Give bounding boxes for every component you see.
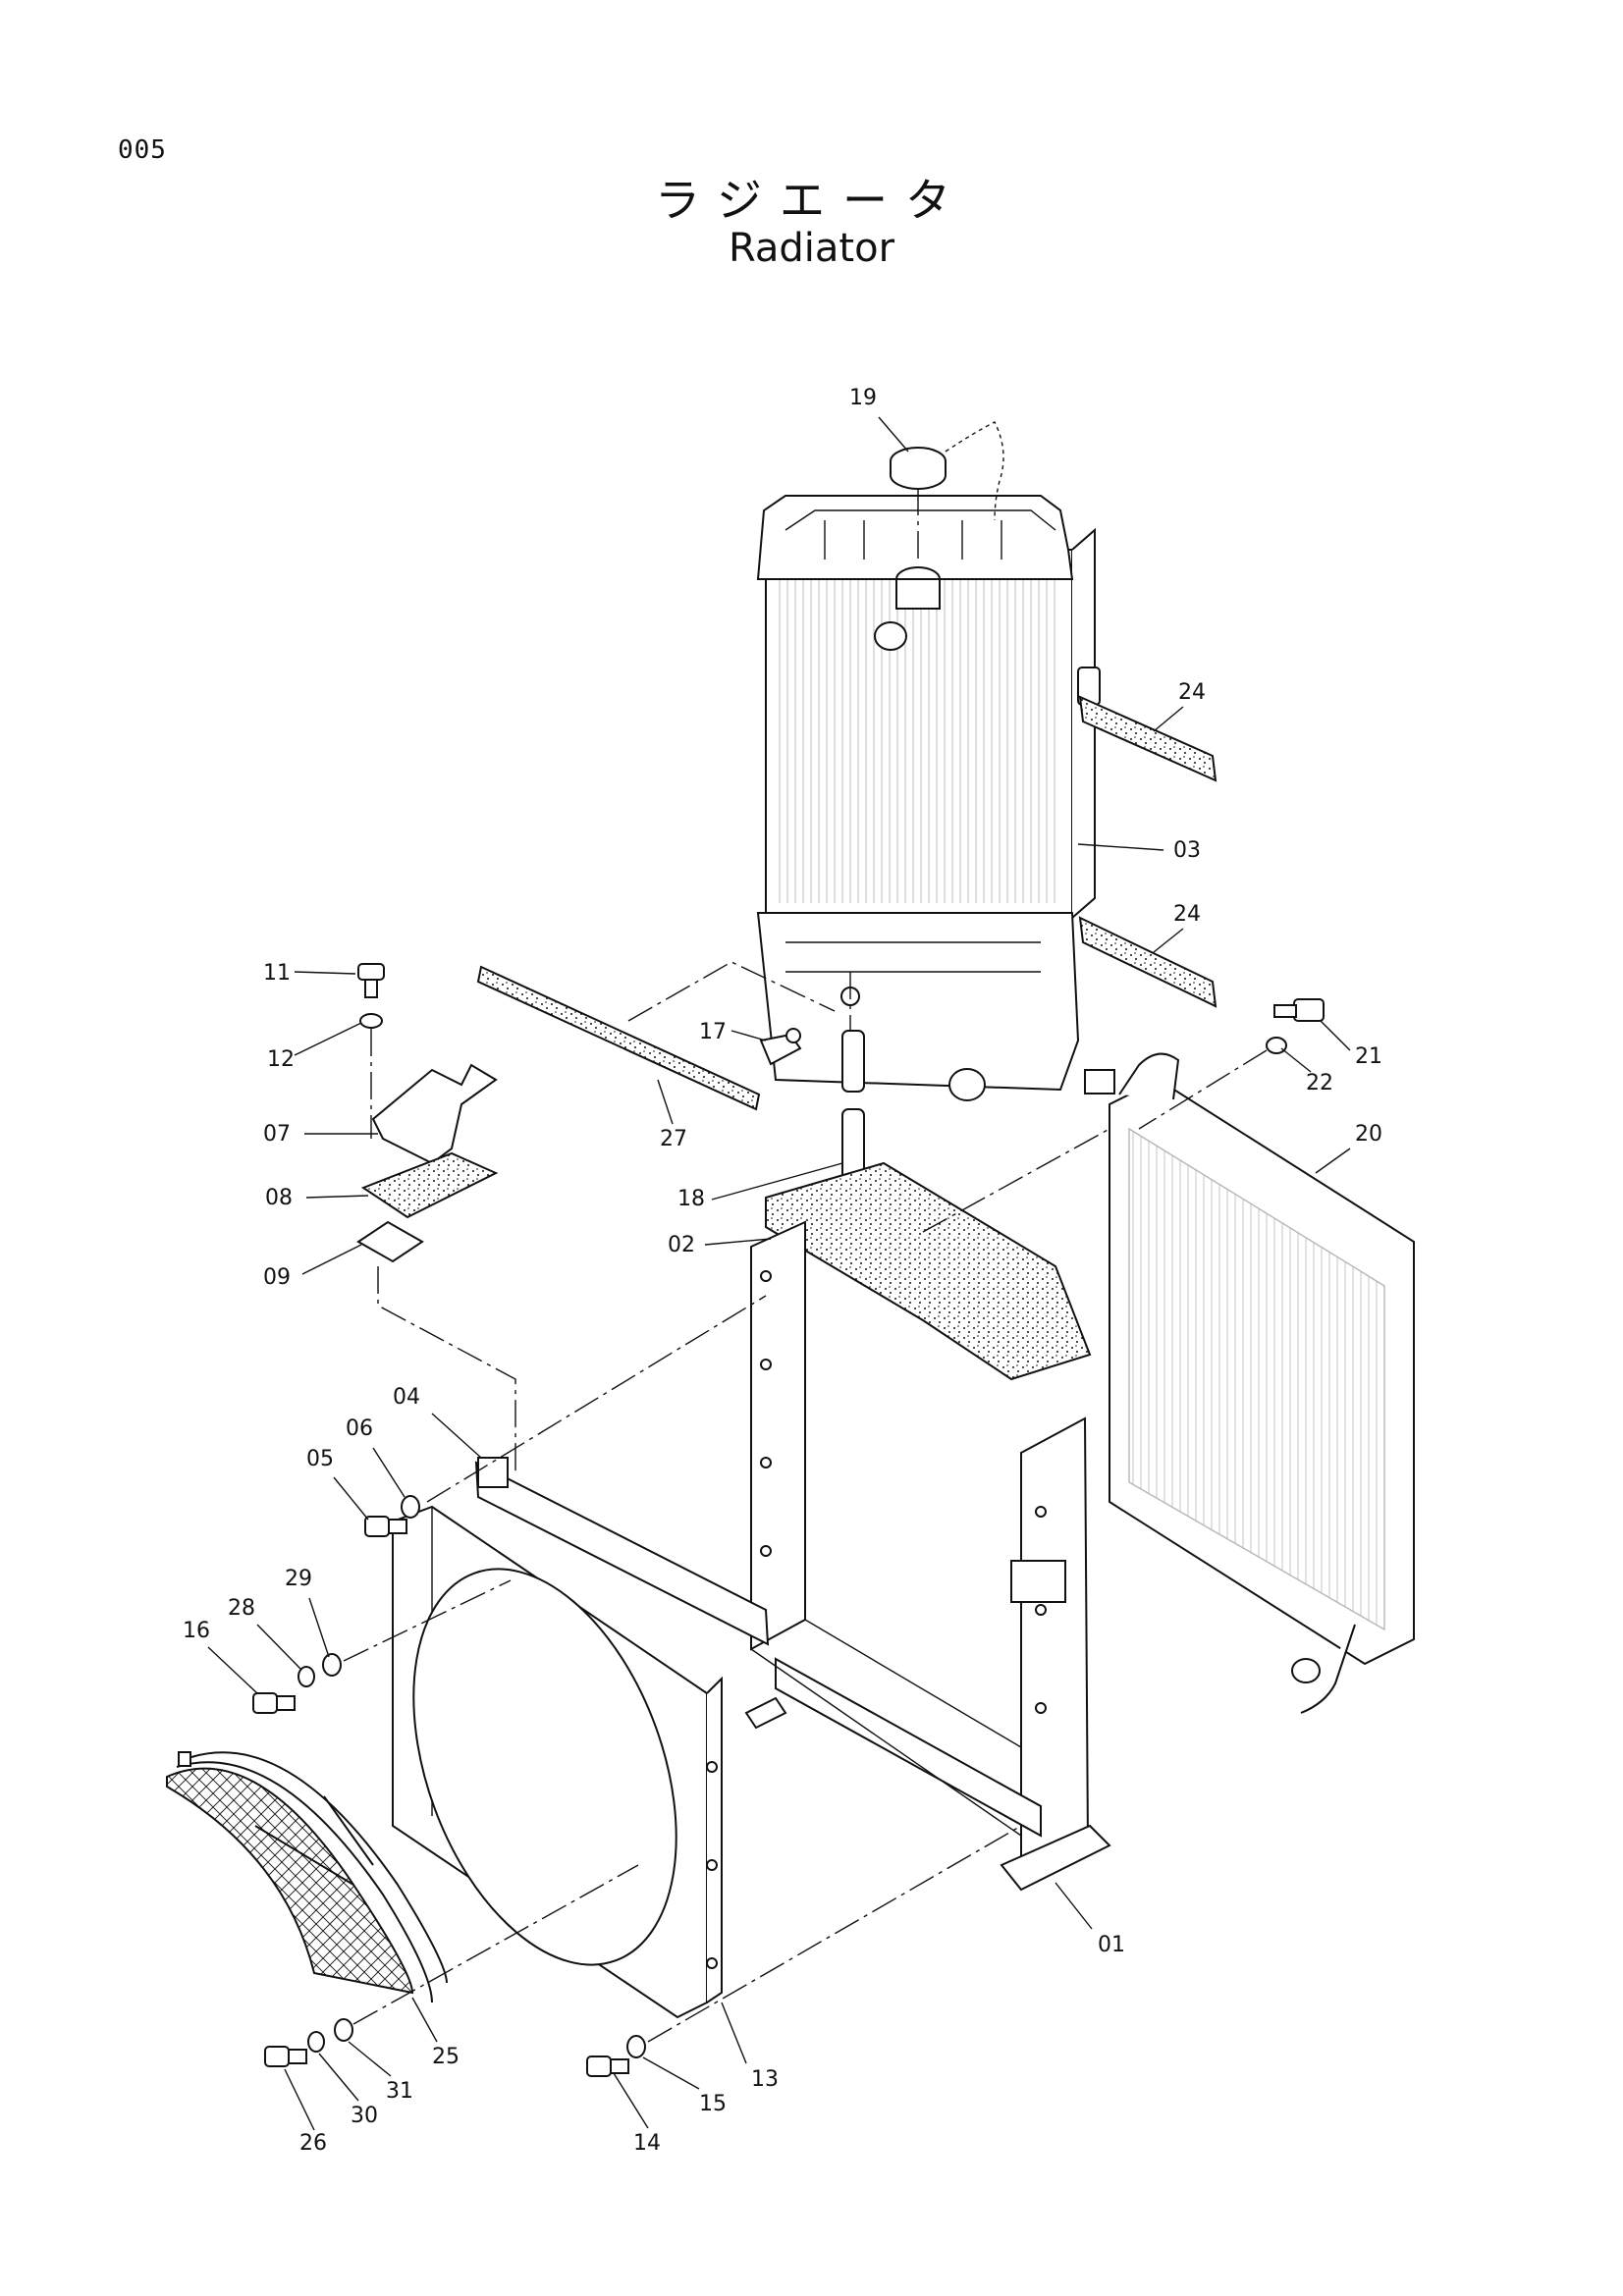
washer-28 (298, 1666, 315, 1687)
oil-cooler-20 (1084, 1052, 1415, 1714)
callout-12: 12 (267, 1047, 295, 1072)
seal-strip-27 (476, 965, 761, 1111)
callout-labels: 19 24 03 24 11 12 17 27 21 22 07 18 20 0… (183, 386, 1382, 2156)
washer-06 (401, 1495, 420, 1519)
seal-strip-24-upper (1078, 695, 1217, 782)
callout-09: 09 (263, 1265, 291, 1290)
callout-31: 31 (386, 2079, 413, 2104)
washer-29 (322, 1653, 342, 1677)
callout-13: 13 (751, 2067, 779, 2092)
fan-shroud-13 (392, 1505, 723, 2019)
radiator-core-03 (756, 495, 1101, 1101)
washer-31 (334, 2018, 353, 2042)
callout-22: 22 (1306, 1071, 1333, 1095)
callout-03: 03 (1173, 838, 1201, 863)
radiator-cap-19 (890, 421, 1004, 560)
bolt-14 (586, 2056, 629, 2077)
pad-08 (360, 1151, 499, 1219)
callout-18: 18 (677, 1187, 705, 1211)
callout-14: 14 (633, 2131, 661, 2156)
title-japanese: ラジエータ (654, 174, 969, 227)
bolt-05 (364, 1516, 407, 1537)
fan-guard-25 (166, 1751, 448, 2003)
callout-24-upper: 24 (1178, 680, 1206, 705)
callout-06: 06 (346, 1416, 373, 1441)
callout-29: 29 (285, 1567, 312, 1591)
page-number: 005 (118, 135, 167, 165)
washer-22 (1266, 1037, 1287, 1054)
bolt-26 (264, 2046, 307, 2067)
title-english: Radiator (728, 226, 895, 271)
callout-01: 01 (1098, 1933, 1125, 1957)
callout-11: 11 (263, 961, 291, 986)
cover-bracket-07 (371, 1063, 498, 1165)
callout-25: 25 (432, 2045, 460, 2069)
callout-08: 08 (265, 1186, 293, 1210)
callout-20: 20 (1355, 1122, 1382, 1147)
callout-07: 07 (263, 1122, 291, 1147)
washer-15 (626, 2035, 646, 2058)
callout-28: 28 (228, 1596, 255, 1621)
callout-02: 02 (668, 1233, 695, 1257)
callout-26: 26 (299, 2131, 327, 2156)
washer-30 (307, 2031, 325, 2053)
washer-12 (359, 1013, 383, 1029)
bolt-16 (252, 1692, 296, 1714)
callout-19: 19 (849, 386, 877, 410)
seal-strip-24-lower (1078, 916, 1217, 1008)
callout-15: 15 (699, 2092, 727, 2116)
bolt-21 (1273, 998, 1325, 1022)
callout-04: 04 (393, 1385, 420, 1410)
callout-24-lower: 24 (1173, 902, 1201, 927)
callout-17: 17 (699, 1020, 727, 1044)
bolt-11 (357, 963, 385, 998)
drain-cock-17 (759, 1028, 802, 1066)
callout-05: 05 (306, 1447, 334, 1471)
seal-plate-02 (765, 1161, 1092, 1381)
callout-30: 30 (351, 2104, 378, 2128)
callout-27: 27 (660, 1127, 687, 1151)
callout-21: 21 (1355, 1044, 1382, 1069)
plate-09 (356, 1220, 424, 1263)
callout-16: 16 (183, 1619, 210, 1643)
frame-bracket-01 (744, 1220, 1111, 1892)
